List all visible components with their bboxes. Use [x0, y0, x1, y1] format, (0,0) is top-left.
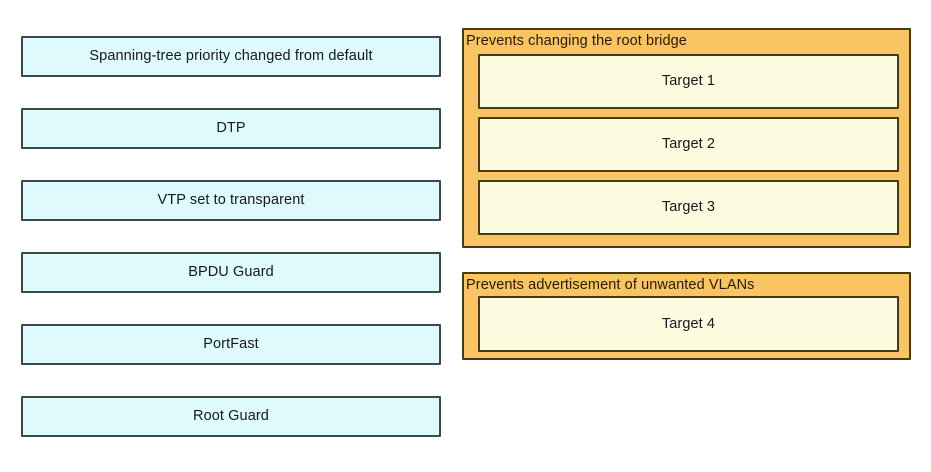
draggable-option-label: VTP set to transparent [157, 192, 305, 209]
draggable-option-label: Root Guard [193, 408, 269, 425]
drop-target-4[interactable]: Target 4 [478, 296, 899, 352]
draggable-option-label: Spanning-tree priority changed from defa… [89, 48, 373, 65]
draggable-option-dtp[interactable]: DTP [21, 108, 441, 149]
draggable-option-label: PortFast [203, 336, 259, 353]
drop-zone-root-bridge[interactable]: Prevents changing the root bridge Target… [462, 28, 911, 248]
drop-zone-title: Prevents changing the root bridge [466, 33, 687, 49]
drop-target-label: Target 2 [661, 136, 716, 153]
draggable-option-bpdu-guard[interactable]: BPDU Guard [21, 252, 441, 293]
draggable-option-vtp-transparent[interactable]: VTP set to transparent [21, 180, 441, 221]
drop-target-1[interactable]: Target 1 [478, 54, 899, 109]
drop-target-3[interactable]: Target 3 [478, 180, 899, 235]
drop-zone-column: Prevents changing the root bridge Target… [462, 28, 911, 360]
drop-target-label: Target 1 [661, 73, 716, 90]
draggable-option-root-guard[interactable]: Root Guard [21, 396, 441, 437]
draggable-option-portfast[interactable]: PortFast [21, 324, 441, 365]
drop-zone-title: Prevents advertisement of unwanted VLANs [466, 277, 755, 293]
drop-zone-unwanted-vlans[interactable]: Prevents advertisement of unwanted VLANs… [462, 272, 911, 360]
draggable-options-list: Spanning-tree priority changed from defa… [21, 36, 441, 437]
drop-target-label: Target 4 [661, 315, 716, 332]
draggable-option-label: DTP [216, 120, 246, 137]
drop-target-label: Target 3 [661, 199, 716, 216]
drop-target-2[interactable]: Target 2 [478, 117, 899, 172]
draggable-option-label: BPDU Guard [188, 264, 274, 281]
draggable-option-spanning-tree-priority[interactable]: Spanning-tree priority changed from defa… [21, 36, 441, 77]
